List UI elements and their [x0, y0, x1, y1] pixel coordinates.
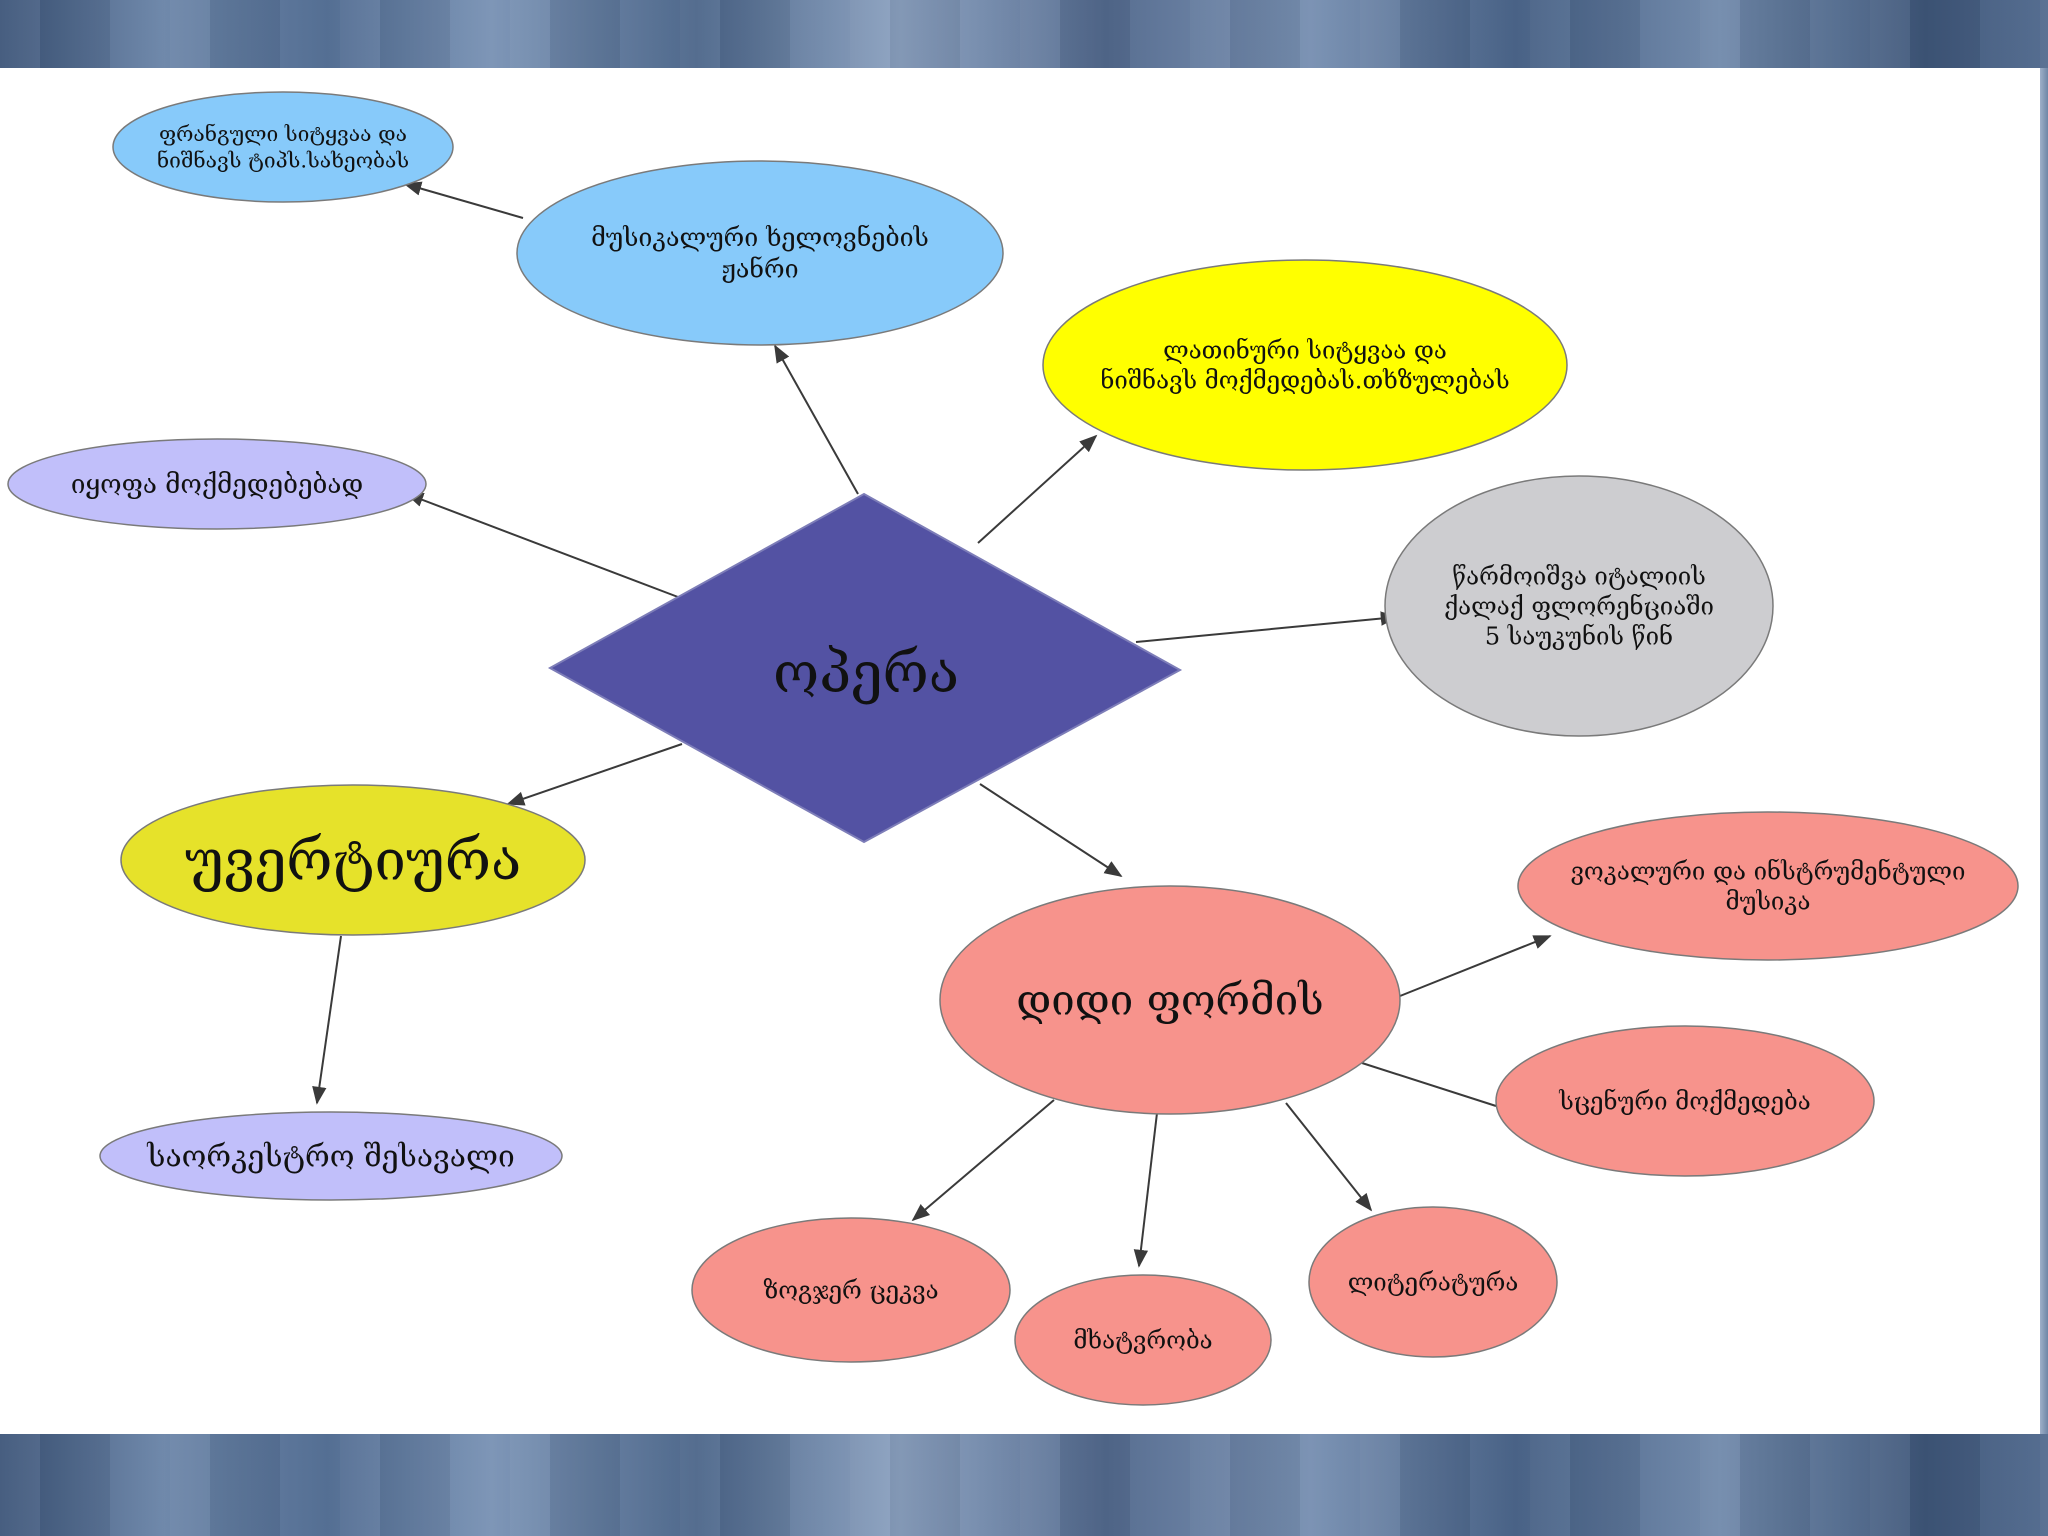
node-ellipse-orchestral-intro — [99, 1111, 563, 1201]
node-label-vocal-instrumental-2: მუსიკა — [1726, 887, 1811, 915]
node-ellipse-literature — [1308, 1206, 1558, 1358]
node-sometimes-dance: ზოგჯერ ცეკვა — [691, 1217, 1011, 1363]
node-label-musical-genre-1: მუსიკალური ხელოვნების — [591, 223, 929, 252]
connector-line-4 — [405, 493, 679, 598]
right-edge-strip — [2040, 68, 2048, 1434]
node-ellipse-french-word — [112, 91, 454, 203]
node-label-large-form-1: დიდი ფორმის — [1016, 976, 1323, 1025]
center-diamond — [547, 492, 1183, 844]
node-literature: ლიტერატურა — [1308, 1206, 1558, 1358]
connector-line-13 — [1285, 1102, 1373, 1212]
node-label-french-word-1: ფრანგული სიტყვაა და — [159, 122, 407, 146]
connector-line-2 — [403, 181, 524, 219]
center-label: ოპერა — [773, 641, 959, 706]
node-label-sometimes-dance-1: ზოგჯერ ცეკვა — [763, 1276, 938, 1304]
node-ellipse-overture — [120, 784, 586, 936]
node-ellipse-latin-word — [1042, 259, 1568, 471]
node-label-origin-italy-1: წარმოიშვა იტალიის — [1452, 562, 1706, 590]
node-label-latin-word-2: ნიშნავს მოქმედებას.თხზულებას — [1100, 366, 1509, 394]
connector-line-8 — [979, 783, 1123, 877]
connector-line-5 — [1135, 611, 1399, 643]
node-label-musical-genre-2: ჟანრი — [721, 254, 798, 283]
connector-line-11 — [911, 1099, 1055, 1222]
node-label-literature-1: ლიტერატურა — [1348, 1268, 1519, 1296]
node-overture: უვერტიურა — [120, 784, 586, 936]
node-ellipse-origin-italy — [1384, 475, 1774, 737]
node-ellipse-musical-genre — [516, 160, 1004, 346]
connector-line-10 — [1361, 1062, 1497, 1107]
top-decorative-band — [0, 0, 2048, 68]
node-label-overture-1: უვერტიურა — [185, 829, 522, 894]
bottom-decorative-band — [0, 1434, 2048, 1536]
node-label-stage-action-1: სცენური მოქმედება — [1558, 1087, 1810, 1115]
connector-line-1 — [774, 344, 859, 495]
connector-line-9 — [1399, 935, 1552, 997]
node-label-french-word-2: ნიშნავს ტიპს.სახეობას — [157, 148, 409, 172]
node-label-origin-italy-3: 5 საუკუნის წინ — [1485, 622, 1673, 650]
node-ellipse-vocal-instrumental — [1517, 811, 2019, 961]
node-orchestral-intro: საორკესტრო შესავალი — [99, 1111, 563, 1201]
node-label-orchestral-intro-1: საორკესტრო შესავალი — [146, 1140, 515, 1175]
connector-line-7 — [312, 935, 342, 1105]
node-painting: მხატვრობა — [1014, 1274, 1272, 1406]
node-label-divided-acts-1: იყოფა მოქმედებებად — [71, 470, 363, 500]
node-label-vocal-instrumental-1: ვოკალური და ინსტრუმენტული — [1571, 857, 1966, 885]
connector-line-6 — [506, 743, 683, 806]
connector-lines — [312, 181, 1552, 1268]
node-ellipse-divided-acts — [7, 438, 427, 530]
node-divided-acts: იყოფა მოქმედებებად — [7, 438, 427, 530]
node-stage-action: სცენური მოქმედება — [1495, 1025, 1875, 1177]
node-ellipse-painting — [1014, 1274, 1272, 1406]
node-label-origin-italy-2: ქალაქ ფლორენციაში — [1444, 592, 1714, 620]
node-label-painting-1: მხატვრობა — [1073, 1326, 1212, 1354]
connector-line-12 — [1133, 1112, 1158, 1268]
node-ellipse-sometimes-dance — [691, 1217, 1011, 1363]
node-label-latin-word-1: ლათინური სიტყვაა და — [1163, 336, 1447, 364]
node-large-form: დიდი ფორმის — [939, 885, 1401, 1115]
node-ellipse-large-form — [939, 885, 1401, 1115]
connector-line-3 — [977, 434, 1098, 544]
node-ellipse-stage-action — [1495, 1025, 1875, 1177]
